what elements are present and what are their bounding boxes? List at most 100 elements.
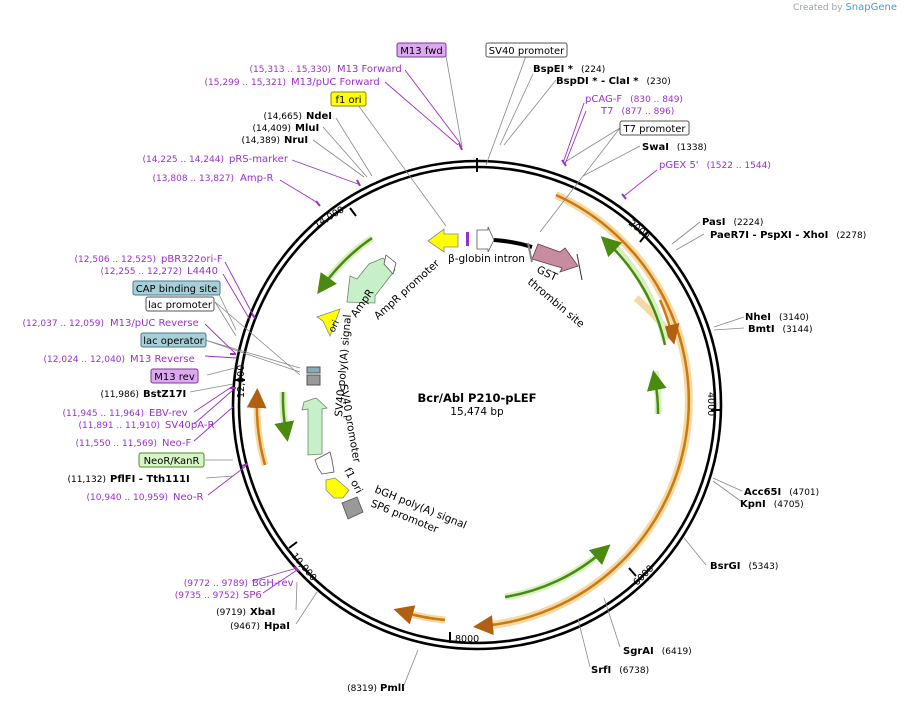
green-arc (317, 236, 373, 295)
site-pos: (4705) (774, 500, 804, 510)
site-name: PmlI (380, 683, 405, 694)
tick-marks (234, 158, 721, 643)
sv40-polyA-box (306, 374, 321, 386)
primer-marks (230, 142, 627, 572)
plasmid-size: 15,474 bp (450, 406, 504, 418)
primer-name: M13 Forward (337, 64, 402, 75)
site-name: PasI (702, 217, 725, 228)
svg-text:Acc65I(4701): Acc65I(4701) (744, 487, 819, 498)
primer-pos: (12,037 .. 12,059) (23, 319, 104, 329)
svg-text:(12,037 .. 12,059): (12,037 .. 12,059) (23, 319, 104, 329)
primer-name: EBV-rev (149, 408, 188, 419)
snapgene-credit: Created by SnapGene (793, 2, 897, 13)
site-name: BmtI (748, 324, 775, 335)
site-name: NdeI (306, 111, 332, 122)
boxed-labels: M13 fwd SV40 promoter f1 ori T7 promoter… (132, 42, 690, 468)
site-pos: (9467) (230, 622, 260, 632)
svg-text:(14,409): (14,409) (252, 124, 291, 134)
primer-name: M13/pUC Reverse (110, 318, 199, 329)
svg-text:KpnI(4705): KpnI (4705) (740, 499, 804, 510)
site-name: SrfI (591, 665, 611, 676)
primer-pos: (12,024 .. 12,040) (44, 355, 125, 365)
box-f1-ori: f1 ori (335, 95, 361, 106)
tick-label: 12,000 (236, 365, 247, 398)
green-arc (600, 236, 667, 346)
site-pos: (9719) (216, 608, 246, 618)
svg-text:BspDI * - ClaI *(230): BspDI * - ClaI * (230) (556, 76, 671, 87)
sv40-promoter-arrow (301, 397, 328, 456)
primer-name: T7 (600, 106, 613, 117)
feature-sv40-promoter: SV40 promoter (337, 383, 363, 464)
primer-name: BGH-rev (252, 578, 294, 589)
primer-pos: (877 .. 896) (621, 107, 674, 117)
site-pos: (6738) (619, 666, 649, 676)
site-pos: (6419) (662, 647, 692, 657)
site-name: KpnI (740, 499, 766, 510)
primer-name: Amp-R (240, 173, 274, 184)
tick-label: 8000 (455, 634, 479, 645)
site-pos: (11,986) (100, 390, 139, 400)
primer-name: pRS-marker (229, 154, 289, 165)
feature-thrombin: thrombin site (525, 276, 586, 330)
site-name: NruI (284, 135, 308, 146)
primer-pos: (11,550 .. 11,569) (76, 439, 157, 449)
feature-ori: ori (327, 318, 342, 334)
svg-text:(10,940 .. 10,959): (10,940 .. 10,959) (87, 493, 168, 503)
site-pos: (230) (647, 77, 671, 87)
svg-text:BspEI *(224): BspEI *(224) (533, 64, 605, 75)
primer-name: Neo-R (173, 492, 204, 503)
primer-pos: (15,299 .. 15,321) (205, 78, 286, 88)
svg-text:SrfI(6738): SrfI (6738) (591, 665, 649, 676)
site-name: PaeR7I - PspXI - XhoI (710, 230, 828, 241)
primer-name: M13/pUC Forward (291, 77, 380, 88)
bglobin-intron-bar (493, 238, 533, 249)
site-pos: (14,409) (252, 124, 291, 134)
green-arc (274, 391, 295, 442)
site-pos: (3140) (779, 313, 809, 323)
svg-text:(14,389): (14,389) (241, 136, 280, 146)
svg-text:pGEX 5'(1522 .. 1544): pGEX 5'(1522 .. 1544) (659, 160, 771, 171)
svg-text:PaeR7I - PspXI - XhoI(2278): PaeR7I - PspXI - XhoI(2278) (710, 230, 866, 241)
svg-text:pCAG-F(830 .. 849): pCAG-F(830 .. 849) (585, 94, 683, 105)
primer-name: Neo-F (162, 438, 192, 449)
primer-name: M13 Reverse (130, 354, 195, 365)
primer-name: SV40pA-R (165, 420, 214, 431)
svg-text:(8319): (8319) (347, 684, 377, 694)
primer-pos: (14,225 .. 14,244) (143, 155, 224, 165)
primer-pos: (13,808 .. 13,827) (153, 174, 234, 184)
site-name: BspDI * - ClaI * (556, 76, 639, 87)
site-pos: (3144) (783, 325, 813, 335)
svg-text:SgrAI(6419): SgrAI (6419) (623, 646, 692, 657)
gst-arrow (531, 243, 579, 273)
site-name: SgrAI (623, 646, 654, 657)
green-arc (504, 544, 611, 599)
ori-arrow (316, 308, 341, 338)
box-neor-kanr: NeoR/KanR (144, 456, 200, 467)
site-name: SwaI (642, 142, 669, 153)
svg-text:(9735 .. 9752): (9735 .. 9752) (175, 591, 239, 601)
svg-text:BmtI(3144): BmtI (3144) (748, 324, 812, 335)
primer-name: pBR322ori-F (161, 254, 223, 265)
restriction-sites: BspEI *(224) BspDI * - ClaI * (230) SwaI (… (67, 64, 866, 694)
svg-text:(12,506 .. 12,525): (12,506 .. 12,525) (75, 255, 156, 265)
site-pos: (224) (581, 65, 605, 75)
box-m13-fwd: M13 fwd (400, 46, 442, 57)
credit-prefix: Created by (793, 3, 843, 13)
tick-label: 14,000 (312, 204, 346, 230)
green-arcs (274, 235, 669, 601)
svg-text:(15,313 .. 15,330): (15,313 .. 15,330) (250, 65, 331, 75)
green-arc (646, 370, 667, 415)
svg-text:(11,550 .. 11,569): (11,550 .. 11,569) (76, 439, 157, 449)
svg-text:PasI(2224): PasI(2224) (702, 217, 763, 228)
box-lac-promoter: lac promoter (148, 300, 213, 311)
primer-pos: (11,945 .. 11,964) (63, 409, 144, 419)
white-arrow-top (476, 226, 495, 253)
svg-text:(11,986): (11,986) (100, 390, 139, 400)
svg-text:(12,255 .. 12,272): (12,255 .. 12,272) (101, 267, 182, 277)
site-name: HpaI (264, 621, 290, 632)
yellow-arrow-top (427, 228, 459, 253)
primer-pos: (12,255 .. 12,272) (101, 267, 182, 277)
site-name: BstZ17I (143, 389, 186, 400)
site-name: NheI (745, 312, 771, 323)
